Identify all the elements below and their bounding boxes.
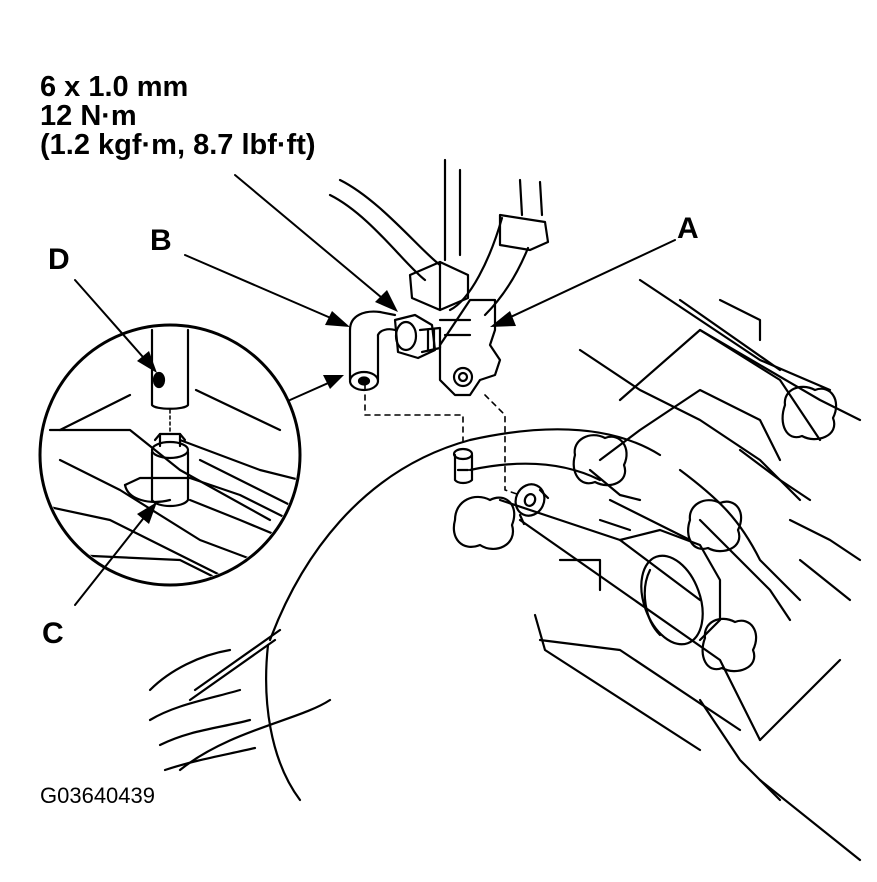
arrowhead-c — [137, 502, 157, 524]
vacuum-hose — [328, 158, 544, 282]
installation-guide-line — [364, 384, 464, 446]
bolt-size-label: 6 x 1.0 mm — [40, 71, 189, 103]
torque-imperial-label: (1.2 kgf·m, 8.7 lbf·ft) — [40, 129, 316, 161]
arrowheads — [137, 290, 516, 524]
installation-guide-line-2 — [484, 394, 521, 496]
callout-b: B — [150, 224, 172, 257]
arrowhead-spec-bolt — [375, 290, 398, 312]
bracket-a — [408, 213, 550, 397]
hose-b — [348, 310, 397, 392]
arrowhead-a — [490, 311, 516, 327]
washer — [514, 483, 550, 526]
detail-view — [38, 323, 302, 587]
callout-c: C — [42, 617, 64, 650]
detail-hose-d — [150, 328, 190, 410]
torque-spec: 6 x 1.0 mm 12 N·m (1.2 kgf·m, 8.7 lbf·ft… — [40, 73, 316, 160]
engine-bolt-heads — [452, 385, 838, 673]
leader-d — [74, 279, 151, 366]
leader-spec-bolt — [234, 174, 389, 304]
torque-nm-label: 12 N·m — [40, 100, 137, 132]
arrowhead-detail — [323, 375, 344, 389]
detail-nipple-c — [150, 450, 190, 508]
mounting-bolt — [393, 313, 442, 360]
engine-nipple — [452, 447, 474, 485]
engine-block — [148, 278, 862, 862]
leader-b — [184, 254, 341, 323]
leader-a — [499, 239, 676, 323]
arrowhead-b — [325, 311, 350, 327]
detail-circle — [38, 323, 302, 587]
figure-id: G03640439 — [40, 783, 155, 808]
callout-a: A — [677, 212, 699, 245]
callout-d: D — [48, 243, 70, 276]
leader-lines — [74, 174, 676, 606]
